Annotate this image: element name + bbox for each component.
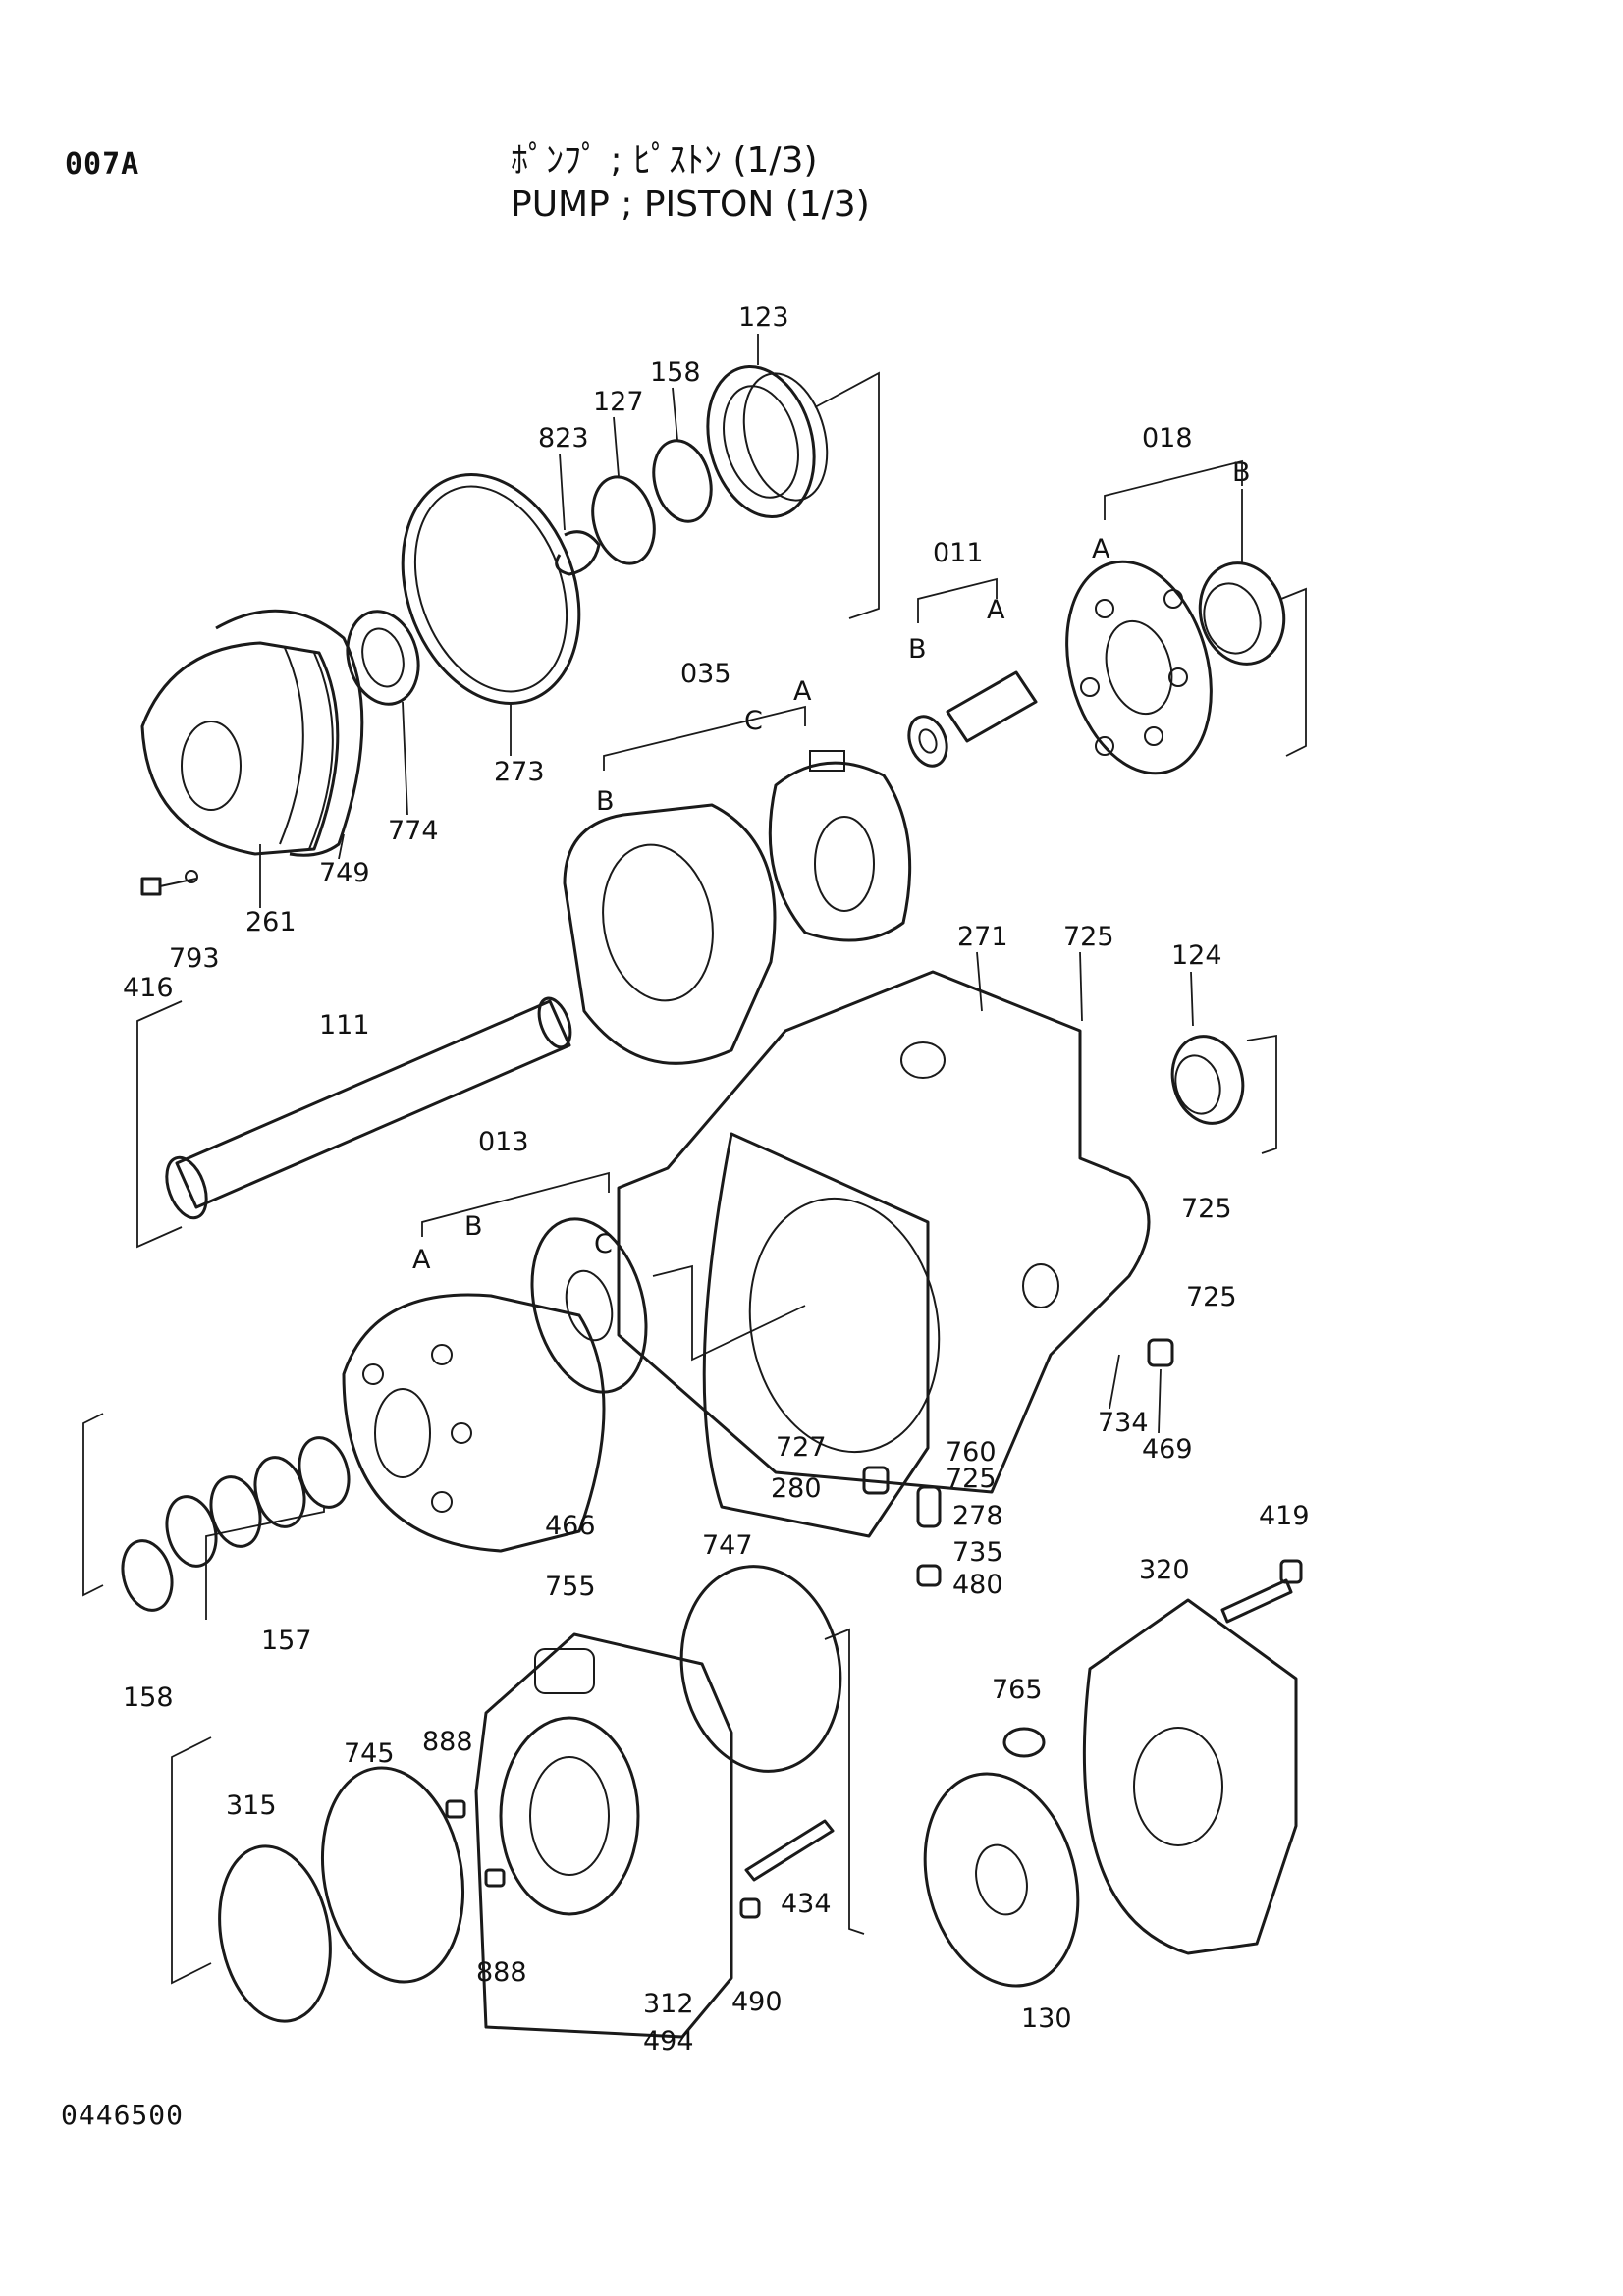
label-035-b: B (596, 786, 615, 817)
label-749: 749 (319, 858, 370, 888)
label-111: 111 (319, 1010, 370, 1041)
label-725-lower: 725 (1186, 1282, 1237, 1312)
label-725-mid: 725 (1181, 1194, 1232, 1224)
part-480-plug (916, 1564, 942, 1587)
label-013-a: A (412, 1245, 431, 1275)
label-747: 747 (702, 1530, 753, 1561)
label-035-c: C (744, 706, 763, 736)
title-english: PUMP ; PISTON (1/3) (511, 185, 870, 225)
label-035: 035 (680, 659, 731, 689)
part-127-washer (591, 475, 656, 565)
label-123: 123 (738, 302, 789, 333)
part-278-plunger (916, 1485, 942, 1528)
part-018-plate (1065, 560, 1213, 775)
part-747-o-ring (679, 1565, 842, 1773)
part-315-seal (218, 1844, 332, 2023)
label-261: 261 (245, 907, 297, 937)
label-013: 013 (478, 1127, 529, 1157)
part-157-rings (165, 1436, 351, 1568)
label-312: 312 (643, 1989, 694, 2019)
label-727: 727 (776, 1432, 827, 1463)
part-123-bearing (706, 364, 829, 519)
label-434: 434 (781, 1889, 832, 1919)
part-312-valve-block (474, 1632, 733, 2039)
part-130-plate (923, 1772, 1080, 1988)
part-273-shim (401, 473, 581, 705)
label-419: 419 (1259, 1501, 1310, 1531)
part-158-ring (652, 439, 713, 523)
title-japanese: ﾎﾟﾝﾌﾟ ; ﾋﾟｽﾄﾝ (1/3) (511, 140, 818, 181)
label-011: 011 (933, 538, 984, 568)
label-725-top: 725 (1063, 922, 1114, 952)
part-011-piston (907, 670, 1038, 768)
label-725-valve: 725 (946, 1464, 997, 1494)
part-018b-bearing (1198, 561, 1286, 666)
label-734: 734 (1098, 1408, 1149, 1438)
label-273: 273 (494, 757, 545, 787)
label-480: 480 (952, 1570, 1003, 1600)
label-494: 494 (643, 2026, 694, 2056)
label-018-a: A (1092, 534, 1110, 564)
part-419-bolt (1220, 1559, 1303, 1624)
part-490-plug (739, 1897, 761, 1919)
part-035a-swash (768, 750, 912, 942)
part-111-shaft (165, 996, 572, 1220)
part-745-o-ring (320, 1766, 465, 1984)
label-124: 124 (1171, 940, 1222, 971)
label-280: 280 (771, 1473, 822, 1504)
page-code: 007A (65, 147, 140, 182)
label-127: 127 (593, 387, 644, 417)
part-261-cover (140, 641, 340, 856)
label-320: 320 (1139, 1555, 1190, 1585)
part-158-ring-lower (121, 1539, 174, 1612)
label-755: 755 (545, 1572, 596, 1602)
part-823-snap-ring (555, 530, 601, 576)
part-416-bolt (140, 870, 198, 896)
label-490: 490 (731, 1987, 783, 2017)
label-888-top: 888 (422, 1727, 473, 1757)
label-315: 315 (226, 1790, 277, 1821)
part-035b-support (563, 803, 777, 1065)
label-271: 271 (957, 922, 1008, 952)
part-888-pin-a (445, 1799, 466, 1819)
part-774-oil-seal (346, 610, 420, 706)
label-745: 745 (344, 1738, 395, 1769)
label-011-a: A (987, 595, 1005, 625)
label-011-b: B (908, 634, 927, 665)
part-749-o-ring (215, 609, 364, 857)
label-035-a: A (793, 676, 812, 707)
part-013c-valve-plate (530, 1217, 648, 1394)
label-158-lower: 158 (123, 1682, 174, 1713)
label-157: 157 (261, 1626, 312, 1656)
label-793: 793 (169, 943, 220, 974)
label-278: 278 (952, 1501, 1003, 1531)
part-469-plug (1147, 1338, 1174, 1367)
label-013-c: C (594, 1229, 613, 1259)
part-013-cylinder-block (342, 1293, 606, 1553)
part-888-pin-b (484, 1868, 506, 1888)
part-124-bearing (1170, 1035, 1245, 1125)
label-823: 823 (538, 423, 589, 454)
part-434-bolt (744, 1819, 835, 1882)
label-018: 018 (1142, 423, 1193, 454)
label-888-bottom: 888 (476, 1957, 527, 1988)
label-469: 469 (1142, 1434, 1193, 1465)
label-130: 130 (1021, 2003, 1072, 2034)
label-735: 735 (952, 1537, 1003, 1568)
label-774: 774 (388, 816, 439, 846)
document-number: 0446500 (61, 2099, 185, 2131)
label-765: 765 (992, 1675, 1043, 1705)
part-271-casing (617, 970, 1151, 1538)
label-416: 416 (123, 973, 174, 1003)
label-013-b: B (464, 1211, 483, 1242)
part-320-cover (1082, 1598, 1298, 1955)
label-466: 466 (545, 1511, 596, 1541)
part-765-seal (1002, 1727, 1046, 1758)
part-280-plug (862, 1466, 890, 1495)
label-760: 760 (946, 1437, 997, 1468)
label-158: 158 (650, 357, 701, 388)
